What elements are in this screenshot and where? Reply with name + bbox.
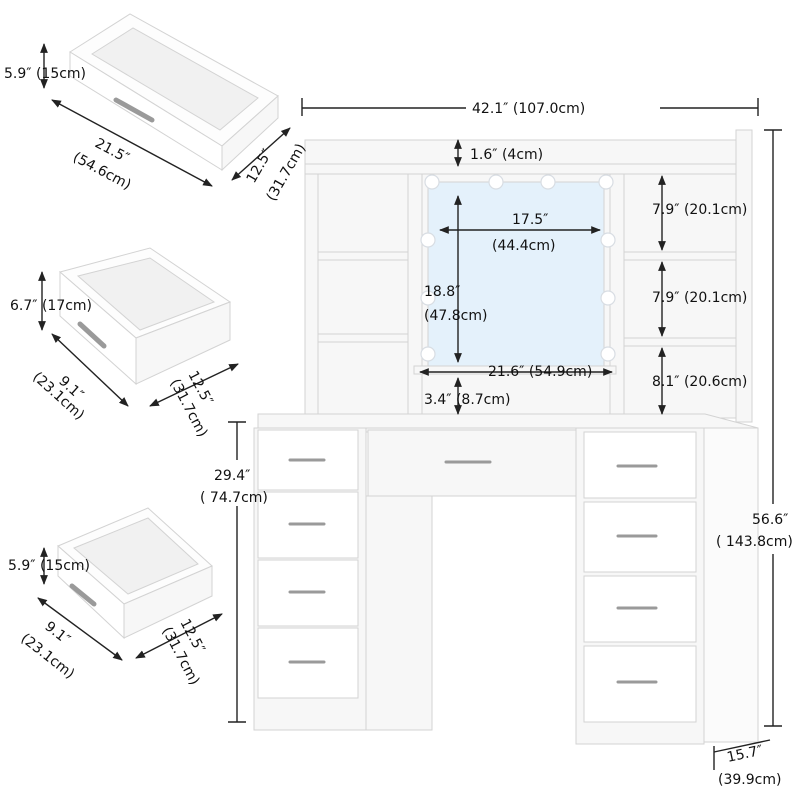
vanity-illustration [253,129,759,745]
mid-drawer-height-label: 6.7″ (17cm) [10,298,92,314]
right-shelf-unit [623,173,737,419]
light-bulb-icon [600,290,616,306]
left-drawers [257,429,359,699]
light-bulb-icon [600,346,616,362]
mirror-height-cm-label: (47.8cm) [424,308,487,324]
desk-height-in-label: 29.4″ [214,468,250,484]
shelf-3-label: 8.1″ (20.6cm) [652,374,747,390]
top-drawer-depth-in-label: 12.5″ [244,146,276,186]
mirror [427,181,605,367]
mirror-bay-width-label: 21.6″ (54.9cm) [488,364,592,380]
mirror-width-in-label: 17.5″ [512,212,548,228]
top-drawer-height-label: 5.9″ (15cm) [4,66,86,82]
bottom-drawer-width-in-label: 9.1″ [42,619,74,649]
bottom-drawer-height-label: 5.9″ (15cm) [8,558,90,574]
left-tower-side [365,495,433,731]
top-shelf-label: 1.6″ (4cm) [470,147,543,163]
left-shelf [317,333,409,343]
light-bulb-icon [600,232,616,248]
overall-width-label: 42.1″ (107.0cm) [472,101,585,117]
light-bulb-icon [420,232,436,248]
overall-height-in-label: 56.6″ [752,512,788,528]
dimension-lines [37,43,782,770]
desktop-surface [257,413,759,429]
light-bulb-icon [598,174,614,190]
mirror-bulbs [420,174,616,362]
right-shelf [623,337,737,347]
hutch-top-shelf [304,163,741,175]
left-shelf-unit [317,173,409,419]
light-bulb-icon [488,174,504,190]
right-drawers [583,431,697,723]
depth-in-label: 15.7″ [726,743,765,766]
bottom-drawer-illustration [57,507,213,640]
mirror-bottom-gap-label: 3.4″ (8.7cm) [424,392,510,408]
shelf-2-label: 7.9″ (20.1cm) [652,290,747,306]
light-bulb-icon [424,174,440,190]
light-bulb-icon [540,174,556,190]
shelf-1-label: 7.9″ (20.1cm) [652,202,747,218]
overall-height-cm-label: ( 143.8cm) [716,534,793,550]
mirror-height-in-label: 18.8″ [424,284,460,300]
mirror-width-cm-label: (44.4cm) [492,238,555,254]
desk-height-cm-label: ( 74.7cm) [200,490,268,506]
drawer [583,645,697,723]
light-bulb-icon [420,290,436,306]
divider-post [407,173,423,419]
right-shelf [623,251,737,261]
top-drawer-depth-cm-label: (31.7cm) [264,141,310,204]
middle-drawer-illustration [58,247,232,386]
light-bulb-icon [420,346,436,362]
depth-cm-label: (39.9cm) [718,772,781,788]
desk-side-panel [703,427,759,743]
dimension-labels: 5.9″ (15cm) 21.5″ (54.6cm) 12.5″ (31.7cm… [4,66,793,788]
left-shelf [317,251,409,261]
